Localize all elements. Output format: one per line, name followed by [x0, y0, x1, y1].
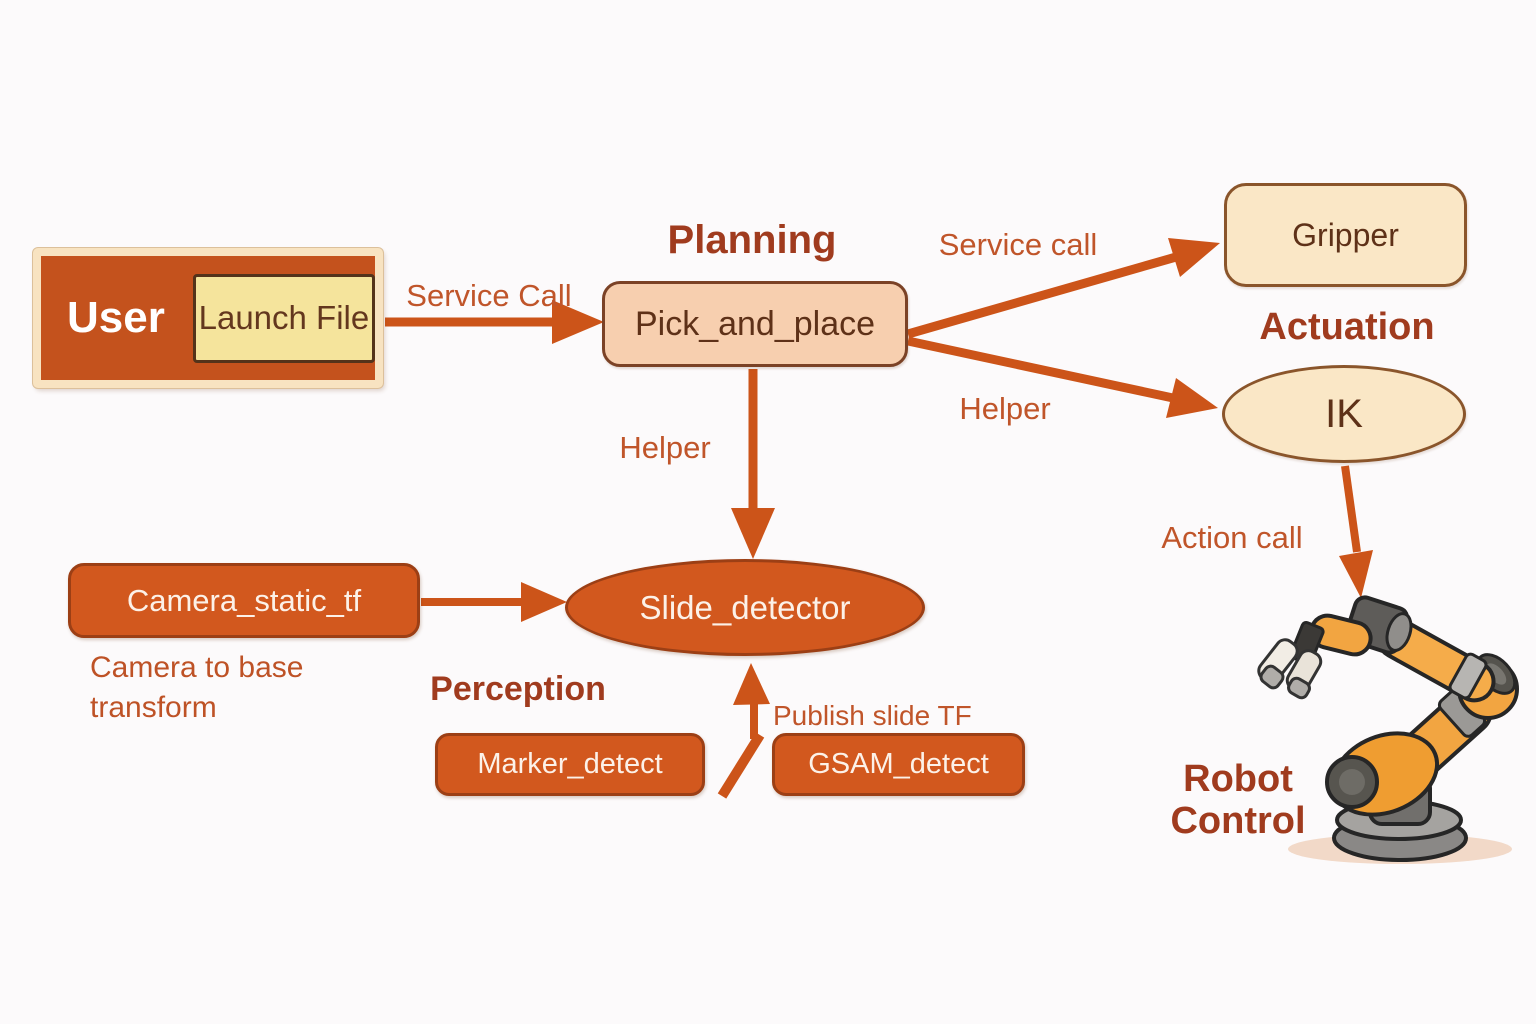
service-call-gripper-label: Service call — [938, 227, 1098, 262]
action-call-label: Action call — [1161, 520, 1303, 555]
user-node: User Launch File — [33, 248, 383, 388]
edge-detectors-to-slidedetector-arrow — [733, 663, 770, 739]
ik-label: IK — [1325, 391, 1363, 436]
slide-detector-label: Slide_detector — [639, 588, 851, 626]
edge-camera-to-slidedetector-arrow — [421, 582, 567, 622]
helper-to-slide-label: Helper — [619, 430, 711, 465]
camera-note-line2: transform — [90, 691, 217, 724]
launch-file-label: Launch File — [198, 299, 370, 336]
gripper-node: Gripper — [1224, 183, 1467, 287]
slide-detector-node: Slide_detector — [565, 559, 925, 656]
robot-control-line1: Robot — [1183, 758, 1293, 800]
camera-note: Camera to base transform — [90, 648, 303, 728]
gsam-detect-node: GSAM_detect — [772, 733, 1025, 796]
gsam-detect-label: GSAM_detect — [808, 748, 989, 780]
gripper-label: Gripper — [1292, 216, 1399, 253]
launch-file-node: Launch File — [192, 273, 375, 363]
perception-title: Perception — [430, 670, 606, 708]
camera-static-tf-label: Camera_static_tf — [126, 582, 362, 618]
publish-slide-tf-label: Publish slide TF — [773, 700, 972, 731]
service-call-user-label: Service Call — [406, 278, 572, 313]
actuation-title: Actuation — [1259, 306, 1435, 348]
marker-detect-node: Marker_detect — [435, 733, 705, 796]
pick-and-place-node: Pick_and_place — [602, 281, 908, 367]
or-slash-divider — [717, 732, 765, 799]
planning-title: Planning — [667, 218, 837, 262]
user-label: User — [67, 293, 165, 342]
edge-ik-to-robot-arrow — [1339, 465, 1373, 598]
camera-note-line1: Camera to base — [90, 651, 304, 684]
robot-control-line2: Control — [1170, 800, 1306, 842]
user-node-fill: User Launch File — [41, 256, 375, 380]
marker-detect-label: Marker_detect — [477, 748, 663, 780]
ik-node: IK — [1222, 365, 1466, 463]
camera-static-tf-node: Camera_static_tf — [68, 563, 420, 638]
helper-to-ik-label: Helper — [959, 391, 1051, 426]
robot-control-title: Robot Control — [1088, 758, 1388, 842]
pick-and-place-label: Pick_and_place — [634, 304, 876, 343]
